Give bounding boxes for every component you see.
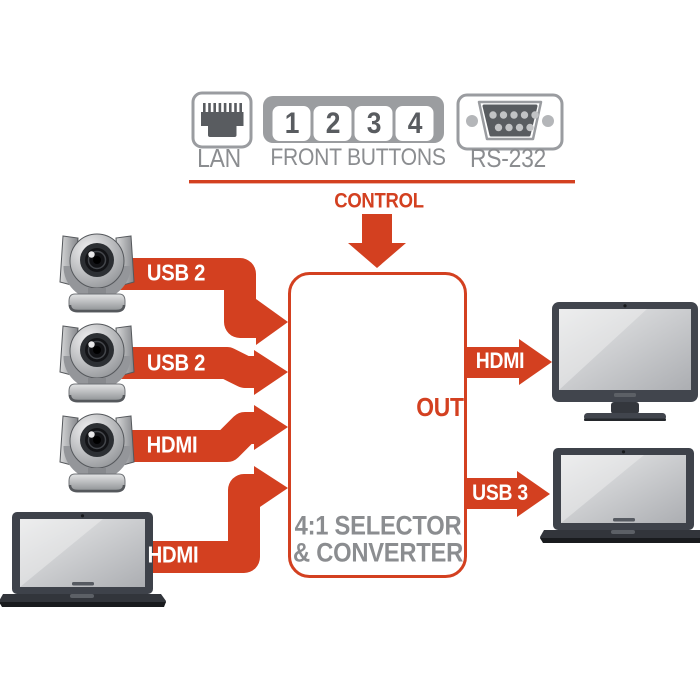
front-button-3: 3 — [366, 107, 381, 140]
front-buttons-label: FRONT BUTTONS — [270, 144, 446, 171]
input-label-1: USB 2 — [146, 259, 206, 286]
output-arrow-usb3 — [464, 471, 550, 517]
input-arrow-2 — [104, 347, 288, 395]
input-label-3: HDMI — [146, 431, 198, 458]
front-button-1: 1 — [284, 107, 299, 140]
selector-box — [288, 272, 467, 578]
input-arrow-4 — [112, 466, 288, 573]
desktop-monitor — [552, 302, 698, 421]
rs232-port-icon — [456, 93, 564, 151]
front-button-2: 2 — [325, 107, 340, 140]
input-arrow-3 — [104, 405, 288, 462]
output-label-usb3: USB 3 — [472, 480, 528, 505]
control-arrow-icon — [348, 214, 406, 268]
front-buttons-icon — [263, 96, 444, 143]
ptz-camera-2 — [60, 324, 134, 402]
selector-title-line1: 4:1 SELECTOR — [294, 510, 462, 541]
rs232-label: RS-232 — [470, 143, 546, 173]
input-label-4: HDMI — [147, 541, 199, 568]
control-divider-line — [189, 180, 575, 184]
output-label-hdmi: HDMI — [475, 348, 525, 373]
source-laptop — [0, 512, 166, 607]
sink-laptop — [540, 448, 700, 543]
ptz-camera-1 — [60, 234, 134, 312]
ptz-camera-3 — [60, 414, 134, 492]
input-label-2: USB 2 — [146, 349, 206, 376]
front-button-4: 4 — [407, 107, 422, 140]
selector-out-label: OUT — [416, 392, 464, 422]
output-arrow-hdmi — [464, 339, 552, 385]
control-caption: CONTROL — [334, 189, 424, 213]
lan-port-icon — [191, 91, 253, 149]
lan-label: LAN — [197, 143, 241, 173]
selector-title-line2: & CONVERTER — [292, 537, 464, 568]
input-arrow-1 — [104, 258, 288, 345]
